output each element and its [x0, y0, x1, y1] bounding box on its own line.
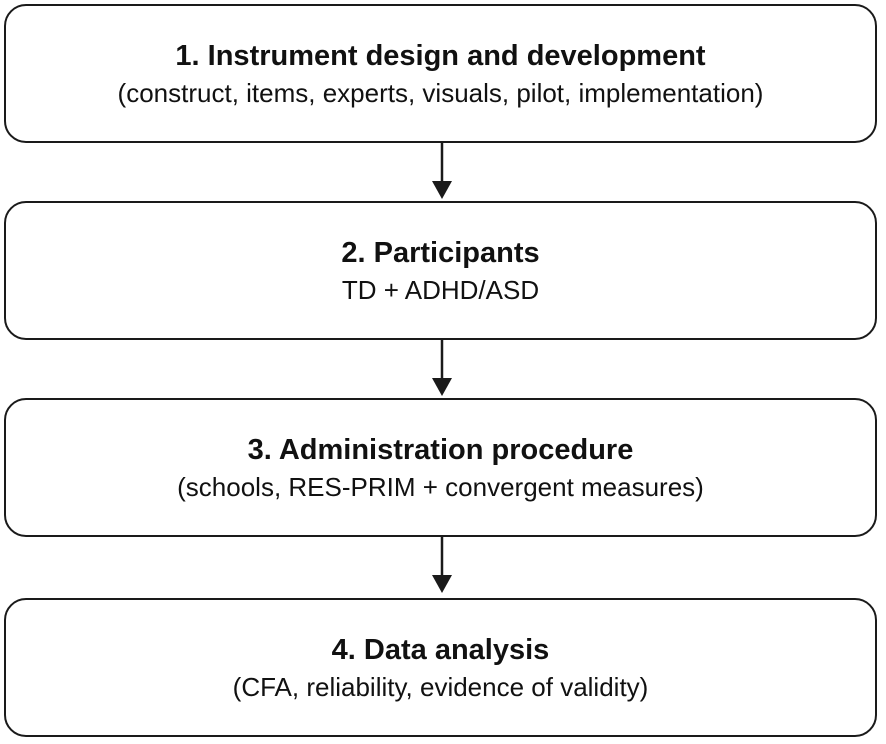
step-2-title: 2. Participants: [341, 236, 540, 269]
step-3-box: 3. Administration procedure (schools, RE…: [4, 398, 877, 537]
arrow-down-icon: [432, 537, 452, 593]
step-3-title: 3. Administration procedure: [247, 433, 634, 466]
arrow-down-icon: [432, 340, 452, 396]
step-2-subtitle: TD + ADHD/ASD: [341, 274, 540, 305]
step-1-box: 1. Instrument design and development (co…: [4, 4, 877, 143]
step-2-box: 2. Participants TD + ADHD/ASD: [4, 201, 877, 340]
arrow-down-icon: [432, 143, 452, 199]
step-3-subtitle: (schools, RES-PRIM + convergent measures…: [177, 471, 704, 502]
step-4-title: 4. Data analysis: [331, 633, 550, 666]
step-4-box: 4. Data analysis (CFA, reliability, evid…: [4, 598, 877, 737]
step-1-subtitle: (construct, items, experts, visuals, pil…: [117, 77, 764, 108]
step-1-title: 1. Instrument design and development: [175, 39, 706, 72]
step-4-subtitle: (CFA, reliability, evidence of validity): [232, 671, 649, 702]
